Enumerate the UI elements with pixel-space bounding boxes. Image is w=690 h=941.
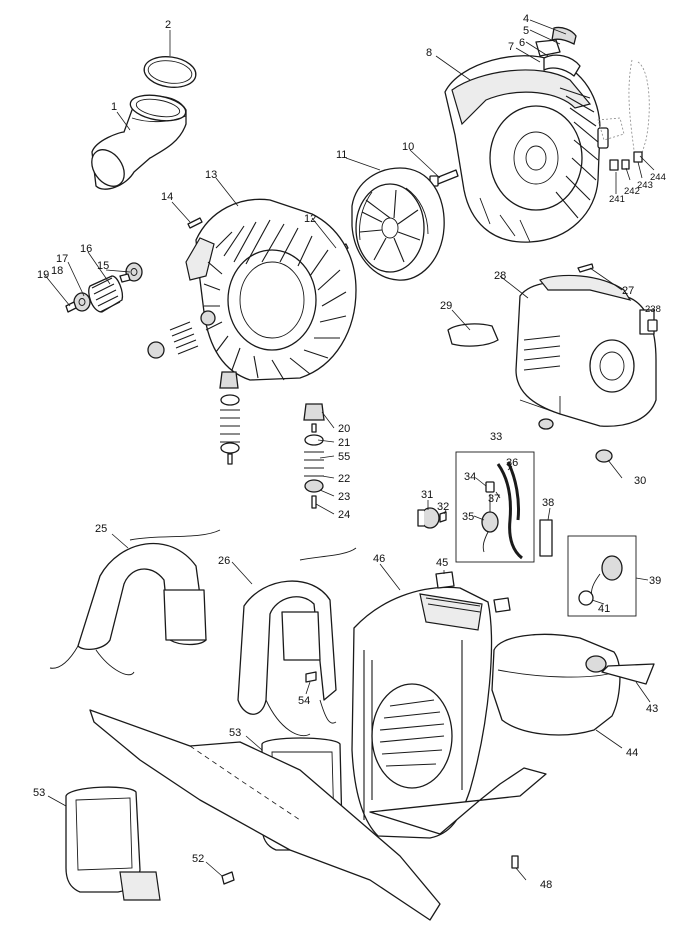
cover-spring-mount (147, 310, 216, 359)
part-46-frame (351, 586, 547, 839)
callout-48: 48 (540, 879, 552, 891)
callout-23: 23 (338, 491, 350, 503)
part-26-harness (237, 547, 357, 737)
part-45-clips (435, 571, 511, 613)
callout-30: 30 (634, 475, 646, 487)
part-8-fan-housing (444, 55, 609, 243)
callout-55: 55 (338, 451, 350, 463)
callout-26: 26 (218, 555, 230, 567)
callout-43: 43 (646, 703, 658, 715)
callout-24: 24 (338, 509, 350, 521)
callout-22: 22 (338, 473, 350, 485)
callout-33: 33 (490, 431, 502, 443)
callout-31: 31 (421, 489, 433, 501)
part-238-clip (647, 319, 658, 332)
callout-16: 16 (80, 243, 92, 255)
part-13-fan-cover (185, 198, 357, 381)
leader-lines (43, 19, 655, 881)
part-53-pad-left (65, 786, 161, 901)
part-14-screw (187, 217, 203, 229)
parts-241-244-switch-wires (597, 59, 650, 171)
callout-243: 243 (637, 180, 653, 191)
callout-28: 28 (494, 270, 506, 282)
callout-5: 5 (523, 25, 529, 37)
callout-53-left: 53 (33, 787, 45, 799)
part-11-fan (351, 167, 445, 281)
callout-242: 242 (624, 186, 640, 197)
callout-15: 15 (97, 260, 109, 272)
part-38-tube (539, 519, 553, 557)
part-52-screw (221, 871, 235, 885)
callout-21: 21 (338, 437, 350, 449)
callout-39: 39 (649, 575, 661, 587)
left-column-mount (219, 371, 240, 465)
waist-belt (89, 709, 441, 921)
callout-34: 34 (464, 471, 476, 483)
callout-4: 4 (523, 13, 529, 25)
callout-18: 18 (51, 265, 63, 277)
callout-36: 36 (506, 457, 518, 469)
callout-17: 17 (56, 253, 68, 265)
part-29-pad (447, 323, 499, 347)
callout-35: 35 (462, 511, 474, 523)
callout-8: 8 (426, 47, 432, 59)
callout-25: 25 (95, 523, 107, 535)
callout-46: 46 (373, 553, 385, 565)
callout-241: 241 (609, 194, 625, 205)
callout-13: 13 (205, 169, 217, 181)
callout-53-right: 53 (229, 727, 241, 739)
part-44-fuel-tank (491, 633, 621, 736)
parts-4-7-outlet-fittings (535, 26, 581, 77)
callout-41: 41 (598, 603, 610, 615)
part-27-screw (577, 263, 594, 273)
part-30-grommet (538, 418, 613, 463)
parts-15-19-vibration-mount (65, 262, 143, 313)
callout-32: 32 (437, 501, 449, 513)
part-28-engine-shroud (515, 274, 657, 427)
callout-45: 45 (436, 557, 448, 569)
part-43-filter (601, 663, 655, 685)
part-25-harness (49, 529, 221, 676)
callout-20: 20 (338, 423, 350, 435)
callout-6: 6 (519, 37, 525, 49)
callout-12: 12 (304, 213, 316, 225)
callout-2: 2 (165, 19, 171, 31)
callout-11: 11 (336, 149, 347, 161)
part-31-primer (417, 507, 447, 529)
callout-19: 19 (37, 269, 49, 281)
part-48-screw (511, 855, 519, 869)
callout-54: 54 (298, 695, 310, 707)
callout-14: 14 (161, 191, 173, 203)
part-1-elbow-pipe (91, 94, 187, 190)
callout-44: 44 (626, 747, 638, 759)
group-39-fuel-cap (567, 535, 637, 617)
part-2-o-ring (143, 56, 197, 88)
callout-10: 10 (402, 141, 414, 153)
group-33-fuel-lines (455, 451, 535, 563)
callout-7: 7 (508, 41, 514, 53)
callout-29: 29 (440, 300, 452, 312)
callout-37: 37 (488, 493, 500, 505)
callout-244: 244 (650, 172, 666, 183)
callout-labels: 1 2 4 5 6 7 8 10 11 12 13 14 15 16 17 18… (33, 13, 666, 891)
part-54-screw (305, 671, 317, 683)
callout-238: 238 (645, 304, 661, 315)
callout-27: 27 (622, 285, 634, 297)
parts-20-24-column-mount (303, 403, 325, 509)
callout-38: 38 (542, 497, 554, 509)
callout-1: 1 (111, 101, 117, 113)
callout-52: 52 (192, 853, 204, 865)
